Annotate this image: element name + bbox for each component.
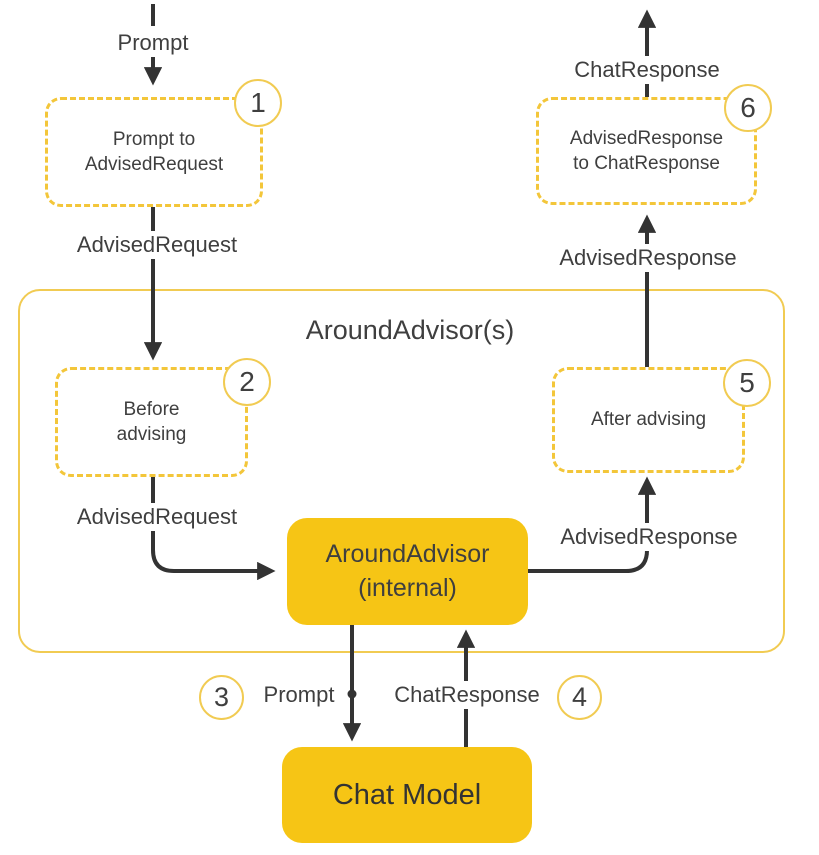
step-badge-1: 1 [234, 79, 282, 127]
edge-label-chatresponse-out: ChatResponse [548, 56, 746, 84]
around-advisors-container [18, 289, 785, 653]
node-label-line: (internal) [358, 573, 457, 602]
edge-label-advisedrequest-inner: AdvisedRequest [58, 503, 256, 531]
edge-label-chatresponse-from-model: ChatResponse [386, 681, 548, 709]
node-label-line: Before [123, 398, 180, 420]
node-label-line: AdvisedResponse [569, 127, 724, 149]
edge-dot-marker [347, 689, 357, 699]
step-badge-6: 6 [724, 84, 772, 132]
edge-label-advisedresponse-inner: AdvisedResponse [550, 523, 748, 551]
node-label-line: to ChatResponse [573, 153, 720, 174]
node-after-advising: After advising [552, 367, 745, 473]
node-around-advisor-internal: AroundAdvisor (internal) [287, 518, 528, 625]
edge-label-advisedrequest-outer: AdvisedRequest [58, 231, 256, 259]
step-badge-2: 2 [223, 358, 271, 406]
node-label-line: Chat Model [332, 778, 482, 811]
edge-label-prompt-in: Prompt [103, 29, 203, 57]
node-chat-model: Chat Model [282, 747, 532, 843]
container-title: AroundAdvisor(s) [305, 315, 515, 345]
step-badge-5: 5 [723, 359, 771, 407]
node-prompt-to-advisedrequest: Prompt to AdvisedRequest [45, 97, 263, 207]
step-badge-3: 3 [199, 675, 244, 720]
step-badge-4: 4 [557, 675, 602, 720]
node-advisedresponse-to-chatresponse: AdvisedResponse to ChatResponse [536, 97, 757, 205]
node-label-line: After advising [590, 409, 707, 431]
node-label-line: advising [116, 424, 187, 445]
node-label-line: AroundAdvisor [325, 539, 490, 568]
node-label-line: AdvisedRequest [84, 154, 224, 175]
node-before-advising: Before advising [55, 367, 248, 477]
edge-label-advisedresponse-outer: AdvisedResponse [549, 244, 747, 272]
node-label-line: Prompt to [112, 128, 196, 150]
edge-label-prompt-to-model: Prompt [253, 681, 345, 709]
